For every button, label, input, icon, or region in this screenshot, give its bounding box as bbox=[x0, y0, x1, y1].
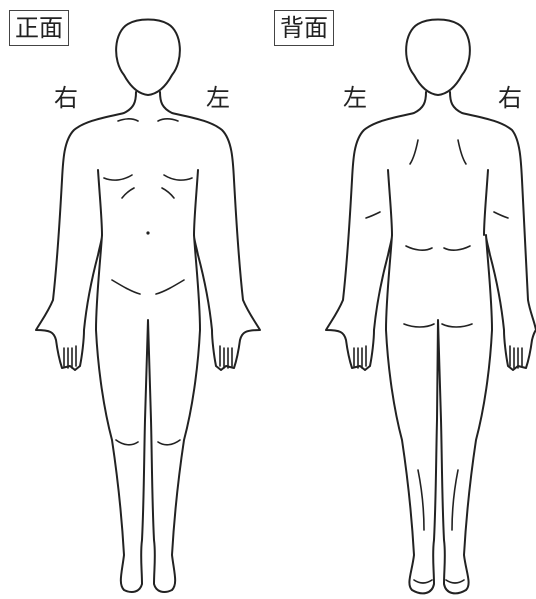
back-buttocks-crease-left bbox=[404, 324, 434, 327]
front-groin-right bbox=[156, 280, 184, 294]
front-chest-right bbox=[164, 175, 192, 180]
back-heel-right bbox=[446, 580, 464, 583]
back-elbow-left bbox=[366, 212, 380, 218]
front-navel bbox=[146, 231, 149, 234]
front-ribs-left bbox=[122, 188, 134, 198]
front-torso-left-side bbox=[98, 170, 102, 235]
front-body-figure bbox=[36, 20, 260, 593]
front-body-outline bbox=[36, 92, 260, 592]
front-torso-right-side bbox=[194, 170, 198, 235]
front-chest-left bbox=[104, 175, 132, 180]
front-knee-right bbox=[158, 440, 180, 445]
back-body-outline bbox=[326, 92, 536, 593]
back-calf-right bbox=[452, 470, 458, 530]
back-calf-left bbox=[418, 470, 424, 530]
back-fingers-left-hand bbox=[354, 346, 366, 368]
front-groin-left bbox=[112, 280, 140, 294]
back-heel-left bbox=[414, 580, 432, 583]
back-fingers-right-hand bbox=[510, 346, 522, 368]
back-torso-right-side bbox=[484, 170, 488, 235]
front-head bbox=[116, 20, 180, 96]
front-collarbone-right bbox=[158, 119, 178, 121]
back-body-figure bbox=[326, 20, 536, 594]
back-head bbox=[406, 20, 470, 96]
back-buttocks-crease-right bbox=[442, 324, 472, 327]
back-torso-left-side bbox=[388, 170, 392, 235]
back-lower-back-right bbox=[444, 246, 470, 250]
front-fingers-left-hand bbox=[220, 346, 232, 368]
front-fingers-right-hand bbox=[64, 346, 76, 368]
back-shoulder-blade-left bbox=[410, 140, 418, 164]
back-elbow-right bbox=[494, 212, 508, 218]
front-knee-left bbox=[116, 440, 138, 445]
back-lower-back-left bbox=[406, 246, 432, 250]
front-collarbone-left bbox=[118, 119, 138, 121]
back-shoulder-blade-right bbox=[458, 140, 466, 164]
front-ribs-right bbox=[162, 188, 174, 198]
